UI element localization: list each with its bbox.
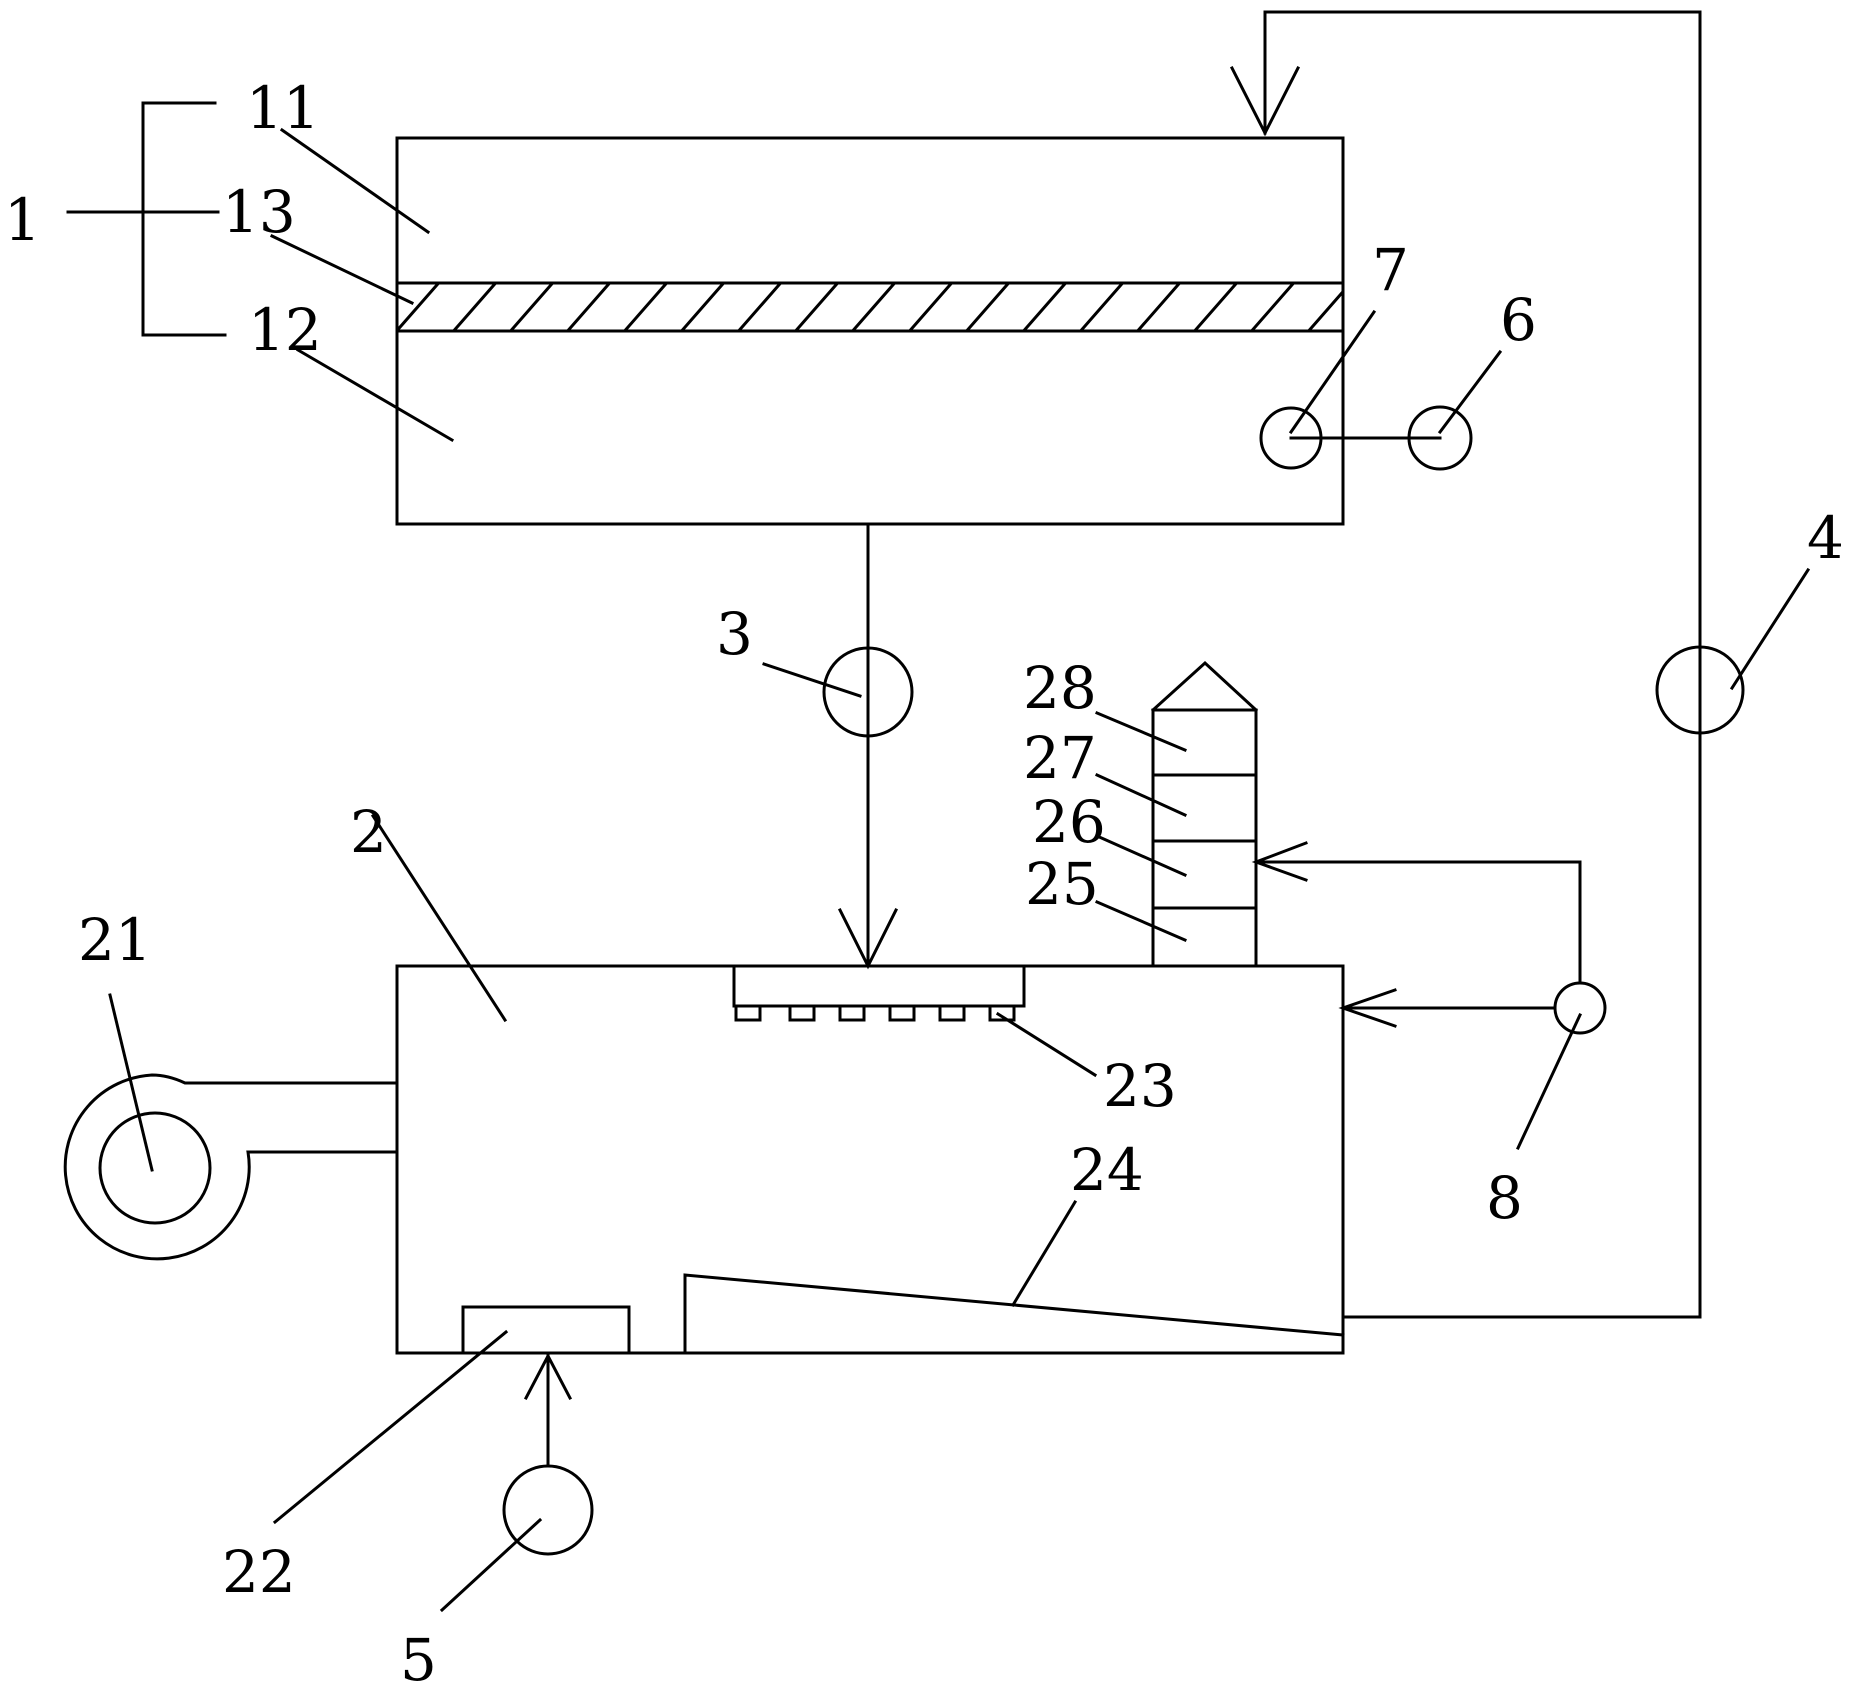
- label-11: 11: [246, 74, 320, 142]
- leader-23: [995, 1011, 1098, 1078]
- nozzle-plate: [732, 964, 1026, 1008]
- leader-25: [1095, 900, 1187, 942]
- return-arrow: [1229, 65, 1301, 137]
- pump-5: [439, 1352, 594, 1613]
- return-pipe: [1263, 10, 1702, 1319]
- label-26: 26: [1032, 788, 1106, 856]
- label-24: 24: [1070, 1136, 1144, 1204]
- leader-7: [1288, 309, 1377, 435]
- leader-2: [370, 813, 508, 1023]
- label-22: 22: [222, 1538, 296, 1606]
- leader-21: [108, 993, 154, 1172]
- source-8: [1553, 981, 1607, 1035]
- arrow-8-chamber: [1338, 988, 1397, 1028]
- label-8: 8: [1486, 1164, 1523, 1232]
- bracket-1: [66, 101, 227, 337]
- leader-4: [1729, 567, 1811, 691]
- leader-6: [1437, 349, 1503, 435]
- leader-3: [762, 662, 862, 698]
- column-cap: [1150, 660, 1259, 713]
- label-1: 1: [4, 186, 41, 254]
- leader-11: [279, 127, 431, 235]
- blower-21: [63, 993, 399, 1261]
- membrane-hatch-13: [397, 283, 1343, 331]
- nozzle-plate-23: [732, 964, 1098, 1078]
- leader-26: [1095, 834, 1187, 877]
- label-12: 12: [248, 296, 322, 364]
- filter-column: [1095, 660, 1259, 968]
- label-5: 5: [400, 1626, 437, 1687]
- label-3: 3: [716, 600, 753, 668]
- label-13: 13: [222, 178, 296, 246]
- upper-tank-1: [395, 136, 1345, 526]
- label-6: 6: [1500, 286, 1537, 354]
- leader-27: [1095, 773, 1187, 817]
- lower-chamber-2: [272, 813, 1345, 1525]
- pump-4: [1655, 645, 1745, 735]
- leader-24: [1010, 1199, 1078, 1308]
- gas-source-8: [1251, 841, 1607, 1150]
- pipe-8-column: [1254, 860, 1582, 985]
- column-body: [1151, 708, 1258, 968]
- label-23: 23: [1103, 1052, 1177, 1120]
- pump-5-arrow: [523, 1352, 573, 1401]
- feed-pipe-3: [762, 522, 914, 970]
- sensor-7-6: [1259, 309, 1503, 471]
- blower-rotor: [98, 1111, 212, 1225]
- sloped-tray-24: [683, 1273, 1345, 1355]
- return-pipe-4: [1229, 10, 1811, 1319]
- heater-22: [461, 1305, 631, 1355]
- label-25: 25: [1025, 850, 1099, 918]
- leader-13: [269, 233, 415, 306]
- label-7: 7: [1372, 236, 1409, 304]
- leader-12: [295, 347, 455, 443]
- lower-chamber-outline: [395, 964, 1345, 1355]
- label-21: 21: [78, 906, 152, 974]
- pump-3: [822, 646, 914, 738]
- label-27: 27: [1023, 724, 1097, 792]
- label-2: 2: [350, 798, 387, 866]
- leader-28: [1095, 711, 1187, 752]
- blower-housing: [63, 1073, 399, 1261]
- leader-22: [272, 1329, 509, 1525]
- arrow-8-column: [1251, 841, 1308, 882]
- leader-5: [439, 1517, 543, 1613]
- leader-8: [1516, 1013, 1582, 1150]
- label-28: 28: [1023, 654, 1097, 722]
- label-4: 4: [1807, 504, 1844, 572]
